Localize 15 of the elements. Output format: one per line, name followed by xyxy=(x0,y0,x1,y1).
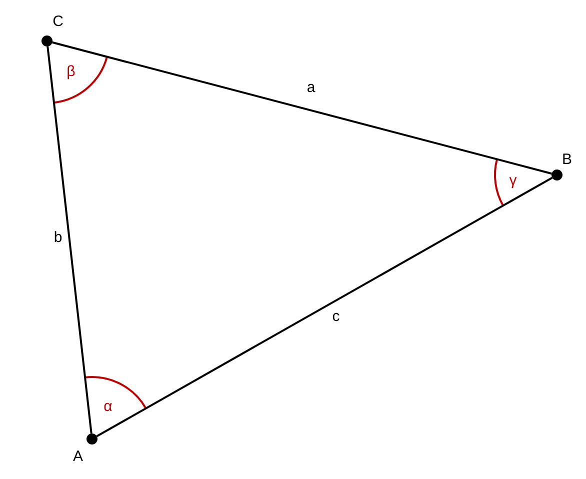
side-label: b xyxy=(54,230,62,246)
angle-label: α xyxy=(104,399,112,415)
angle-label: β xyxy=(66,64,76,80)
triangle-side xyxy=(46,46,92,434)
vertex-point xyxy=(42,36,52,46)
vertex-label: B xyxy=(562,152,572,168)
angle-label: γ xyxy=(509,173,517,189)
triangle-side xyxy=(96,176,553,438)
vertex-point xyxy=(86,434,98,444)
triangle-side xyxy=(52,41,552,175)
vertex-label: A xyxy=(73,449,83,465)
vertex-point xyxy=(552,170,562,180)
side-label: c xyxy=(332,309,340,325)
side-label: a xyxy=(306,80,316,96)
vertex-label: C xyxy=(52,14,64,30)
